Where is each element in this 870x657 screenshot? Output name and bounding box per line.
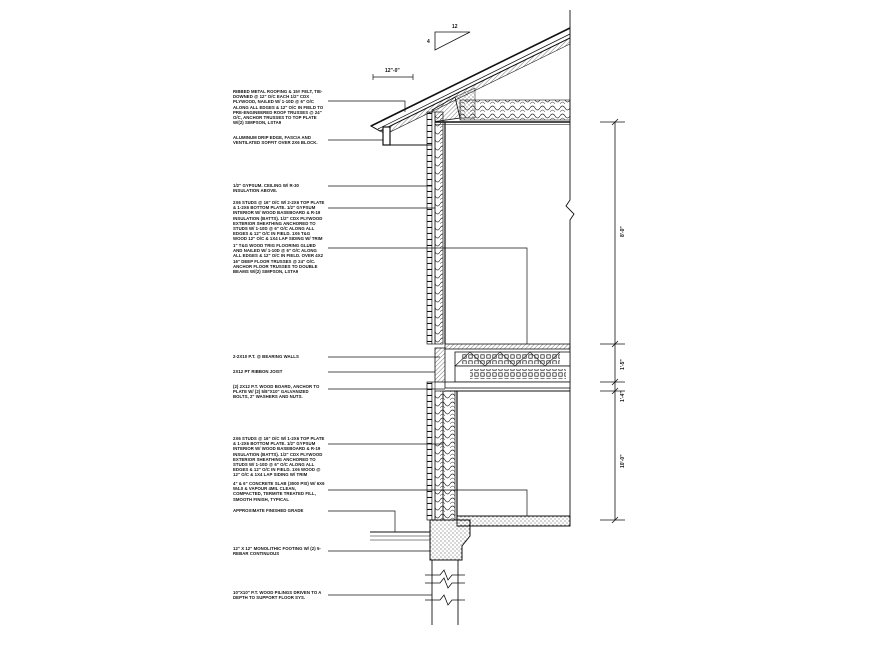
note-roofing: RIBBED METAL ROOFING & 15# FELT, TIE-DOW… [233, 89, 324, 126]
monolithic-footing [429, 519, 471, 561]
attic-insulation-batts [459, 99, 571, 121]
dimension-lines [600, 118, 625, 524]
leader-floor [328, 247, 528, 344]
rim-joist [434, 347, 446, 383]
pile-break-line-3 [425, 594, 465, 606]
floor-depth-dim: 1'-5" [620, 359, 626, 370]
bearing-beam [444, 381, 571, 389]
upper-sheathing [431, 111, 436, 345]
floor-truss-webs [454, 351, 561, 367]
note-slab: 4" & 6" CONCRETE SLAB (3000 PSI) W/ 6X6 … [233, 481, 325, 502]
roof-second-chord [377, 33, 571, 130]
note-grade: APPROXIMATE FINISHED GRADE [233, 508, 304, 513]
fascia-board [382, 126, 391, 146]
note-floor: 1" T&G WOOD TRIG FLOORING GLUED AND NAIL… [233, 243, 324, 275]
note-footing: 12" X 12" MONOLITHIC FOOTING W/ (2) 5-RE… [233, 546, 321, 557]
note-lower-wall: 2X6 STUDS @ 16" O/C W/ 1-2X6 TOP PLATE &… [233, 436, 325, 478]
note-rim-joist: 2X12 PT RIBBON JOIST [233, 369, 283, 374]
top-break-line [565, 10, 575, 520]
note-piles: 10"X10" P.T. WOOD PILINGS DRIVEN TO A DE… [233, 590, 322, 601]
floor-system [434, 343, 571, 392]
beam-depth-dim: 1'-4" [620, 391, 626, 402]
note-drip-edge: ALUMINUM DRIP EDGE, FASCIA AND VENTILATE… [233, 135, 318, 146]
concrete-slab [456, 515, 571, 527]
leader-roofing [328, 100, 406, 112]
lower-stud-framing [442, 390, 456, 521]
subfloor [444, 343, 571, 350]
upper-siding [426, 111, 433, 345]
note-bearing-walls: 2-2X10 P.T. @ BEARING WALLS [233, 354, 299, 359]
lower-wall-assembly [426, 381, 458, 521]
note-upper-wall: 2X6 STUDS @ 16" O/C W/ 2-2X6 TOP PLATE &… [233, 200, 325, 242]
leader-lines [328, 100, 528, 596]
lower-stud-cavity [434, 390, 444, 521]
upper-stud-cavity [434, 111, 444, 345]
note-ceiling: 1/2" GYPSUM. CEILING W/ R-30 INSULATION … [233, 183, 299, 194]
pitch-rise-label: 4 [427, 39, 430, 45]
lower-sheathing [431, 381, 436, 521]
floor-truss-blocks-lower [470, 369, 566, 379]
upper-wall-assembly [426, 111, 446, 345]
upper-story-dim: 8'-0" [620, 226, 626, 237]
roof-pitch-symbol [372, 31, 471, 80]
roof-assembly [369, 27, 571, 146]
pile-break-line-1 [425, 569, 465, 581]
roof-top-chord [370, 27, 571, 127]
note-sill-plate: (2) 2X12 P.T. WOOD BOARD, ANCHOR TO PLAT… [233, 384, 320, 400]
pitch-run-label: 12 [452, 24, 458, 30]
leader-slab [328, 489, 528, 516]
floor-truss-blocks-upper [462, 354, 560, 364]
lower-siding [426, 381, 433, 521]
pile-break-line-2 [425, 577, 465, 589]
foundation [370, 515, 571, 625]
leader-grade [328, 510, 396, 532]
overhang-dim: 12"-0" [385, 68, 400, 74]
lower-story-dim: 10'-0" [620, 454, 626, 468]
